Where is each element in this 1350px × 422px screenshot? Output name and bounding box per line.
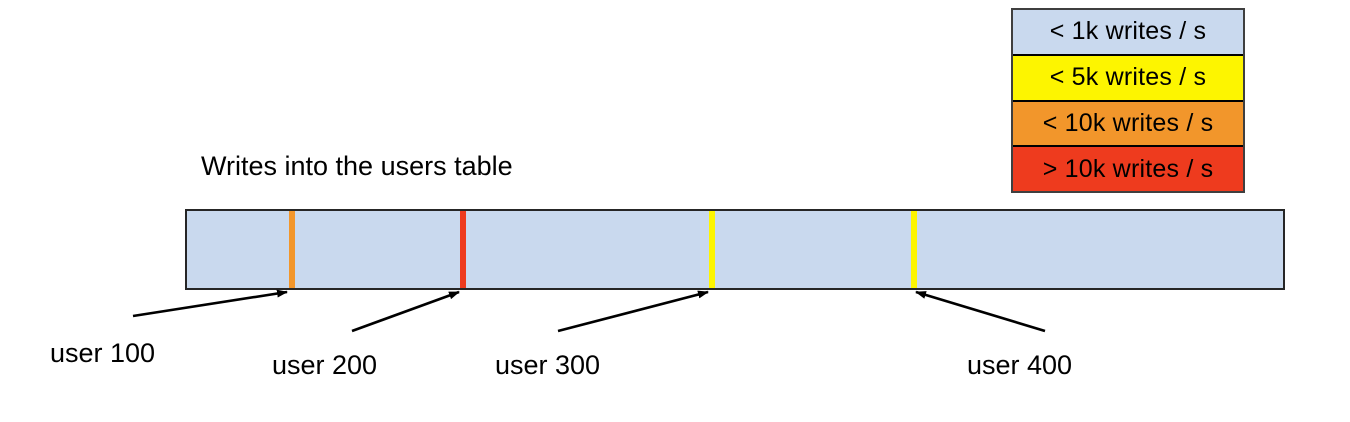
users-table-bar	[185, 209, 1285, 290]
legend-label-lt-5k: < 5k writes / s	[1049, 63, 1207, 92]
legend-row-lt-1k: < 1k writes / s	[1013, 10, 1243, 56]
arrow-user-300	[557, 290, 709, 333]
annotation-label-user-400: user 400	[967, 350, 1073, 380]
bar-marker-user-100	[289, 211, 295, 288]
annotation-label-user-300: user 300	[495, 350, 601, 380]
diagram-caption: Writes into the users table	[201, 151, 513, 181]
arrow-user-100	[132, 289, 288, 318]
legend-box: < 1k writes / s < 5k writes / s < 10k wr…	[1011, 8, 1245, 193]
bar-marker-user-300	[709, 211, 715, 288]
legend-row-gt-10k: > 10k writes / s	[1013, 147, 1243, 191]
legend-row-lt-5k: < 5k writes / s	[1013, 55, 1243, 102]
annotation-label-user-200: user 200	[272, 350, 378, 380]
bar-marker-user-200	[460, 211, 466, 288]
legend-label-lt-1k: < 1k writes / s	[1049, 17, 1207, 46]
arrow-user-200	[351, 290, 460, 333]
legend-row-lt-10k: < 10k writes / s	[1013, 101, 1243, 148]
legend-label-lt-10k: < 10k writes / s	[1042, 108, 1214, 137]
annotation-label-user-100: user 100	[50, 338, 156, 368]
bar-marker-user-400	[911, 211, 917, 288]
legend-label-gt-10k: > 10k writes / s	[1042, 154, 1214, 183]
arrow-user-400	[915, 290, 1046, 333]
